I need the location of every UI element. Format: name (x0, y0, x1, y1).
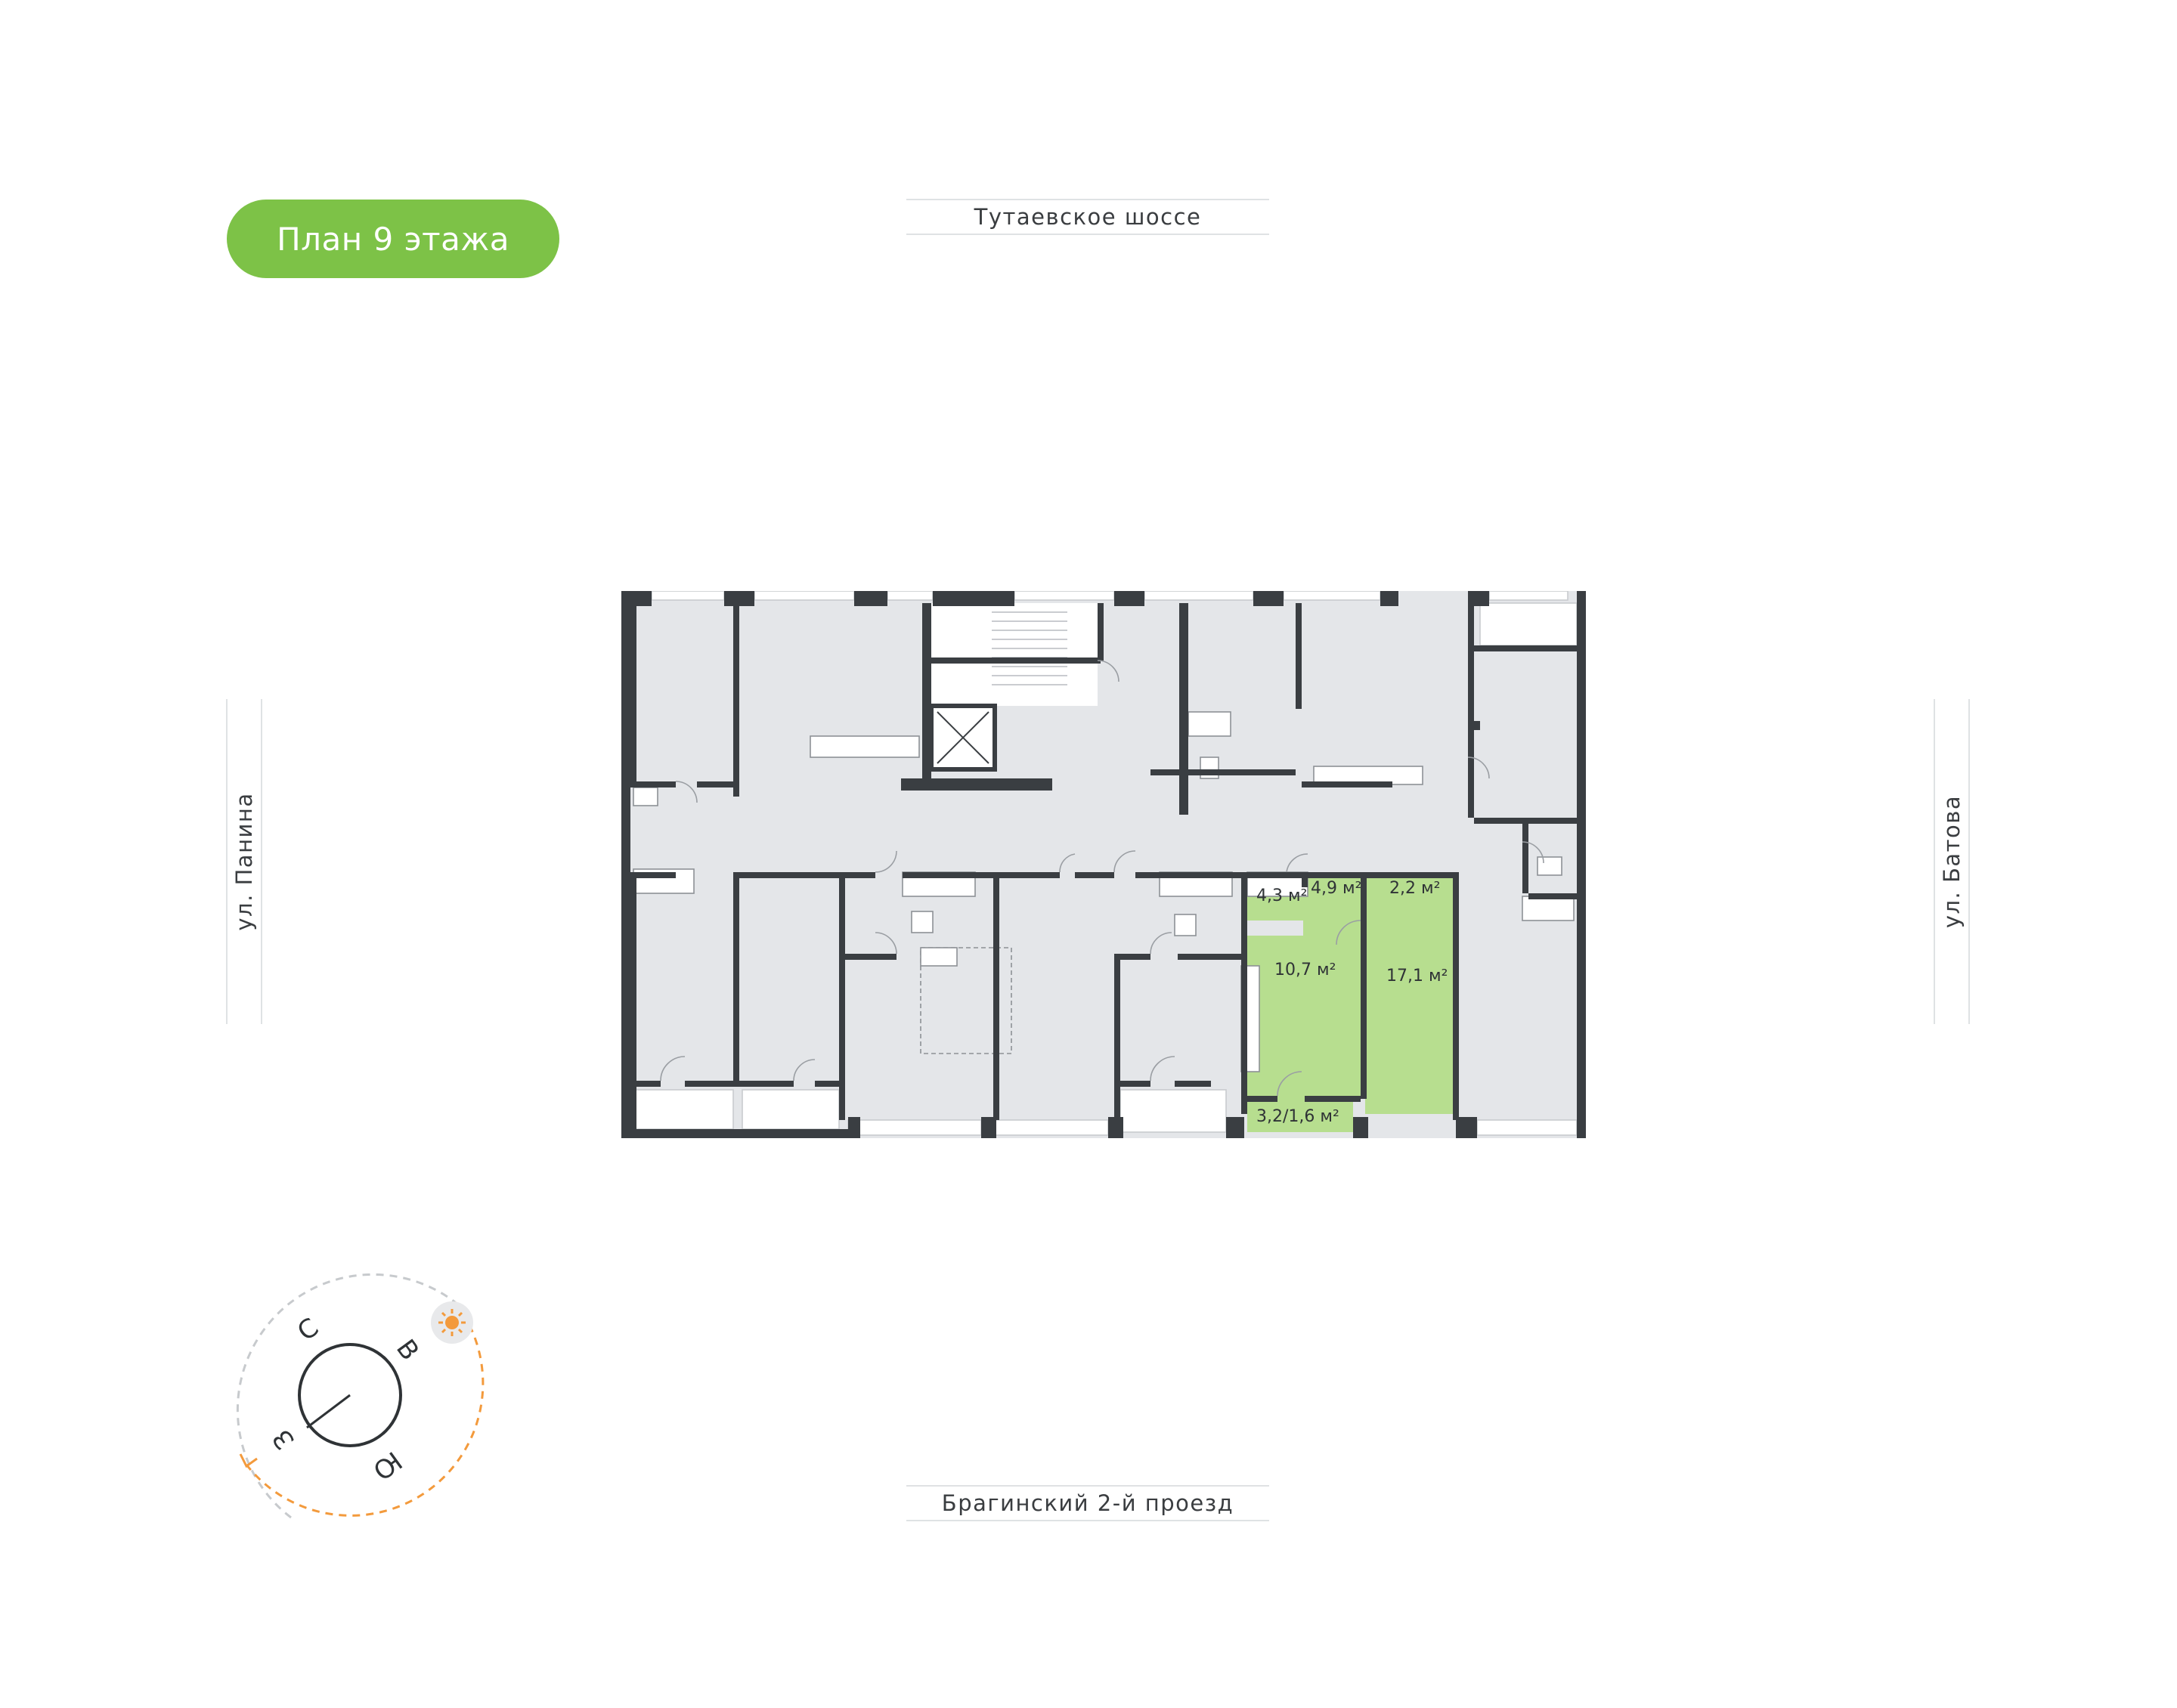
room-label-bathroom: 4,3 м² (1256, 886, 1307, 905)
walls (621, 591, 1586, 1138)
balconies-bottom (630, 602, 1578, 1136)
compass-west: З (267, 1424, 301, 1455)
sun-icon (431, 1301, 473, 1344)
orbit-shade-path (236, 1273, 456, 1519)
street-label-right: ул. Батова (1939, 794, 1965, 929)
room-label-kitchen: 10,7 м² (1274, 961, 1336, 979)
compass-south: Ю (367, 1445, 407, 1486)
street-label-top: Тутаевское шоссе (906, 199, 1269, 235)
room-label-hall: 4,9 м² (1311, 879, 1361, 898)
sun-path (245, 1301, 485, 1517)
room-kitchen[interactable] (1246, 936, 1361, 1102)
compass-east: В (390, 1334, 425, 1366)
floor-plan: 4,3 м² 4,9 м² 2,2 м² 10,7 м² 17,1 м² 3,2… (621, 591, 1586, 1138)
room-labels: 4,3 м² 4,9 м² 2,2 м² 10,7 м² 17,1 м² 3,2… (1256, 879, 1448, 1126)
compass-north: С (292, 1312, 324, 1347)
street-right-frame: ул. Батова (1934, 699, 1970, 1024)
compass-needle (306, 1394, 351, 1429)
street-label-left: ул. Панина (231, 792, 257, 931)
sun-path-arrow-icon (239, 1453, 258, 1468)
floor-title-badge: План 9 этажа (227, 200, 559, 278)
room-label-balcony: 3,2/1,6 м² (1256, 1107, 1339, 1126)
room-balcony[interactable] (1247, 1102, 1353, 1132)
street-label-bottom: Брагинский 2-й проезд (906, 1485, 1269, 1521)
room-living[interactable] (1365, 908, 1453, 1114)
compass-rose: С В Ю З (236, 1273, 485, 1519)
room-label-living: 17,1 м² (1386, 967, 1448, 986)
door-swings (660, 660, 1544, 1097)
room-label-storage: 2,2 м² (1389, 879, 1440, 898)
stair-core (929, 603, 1098, 772)
street-left-frame: ул. Панина (226, 699, 262, 1024)
highlighted-apartment[interactable] (1246, 872, 1453, 1132)
